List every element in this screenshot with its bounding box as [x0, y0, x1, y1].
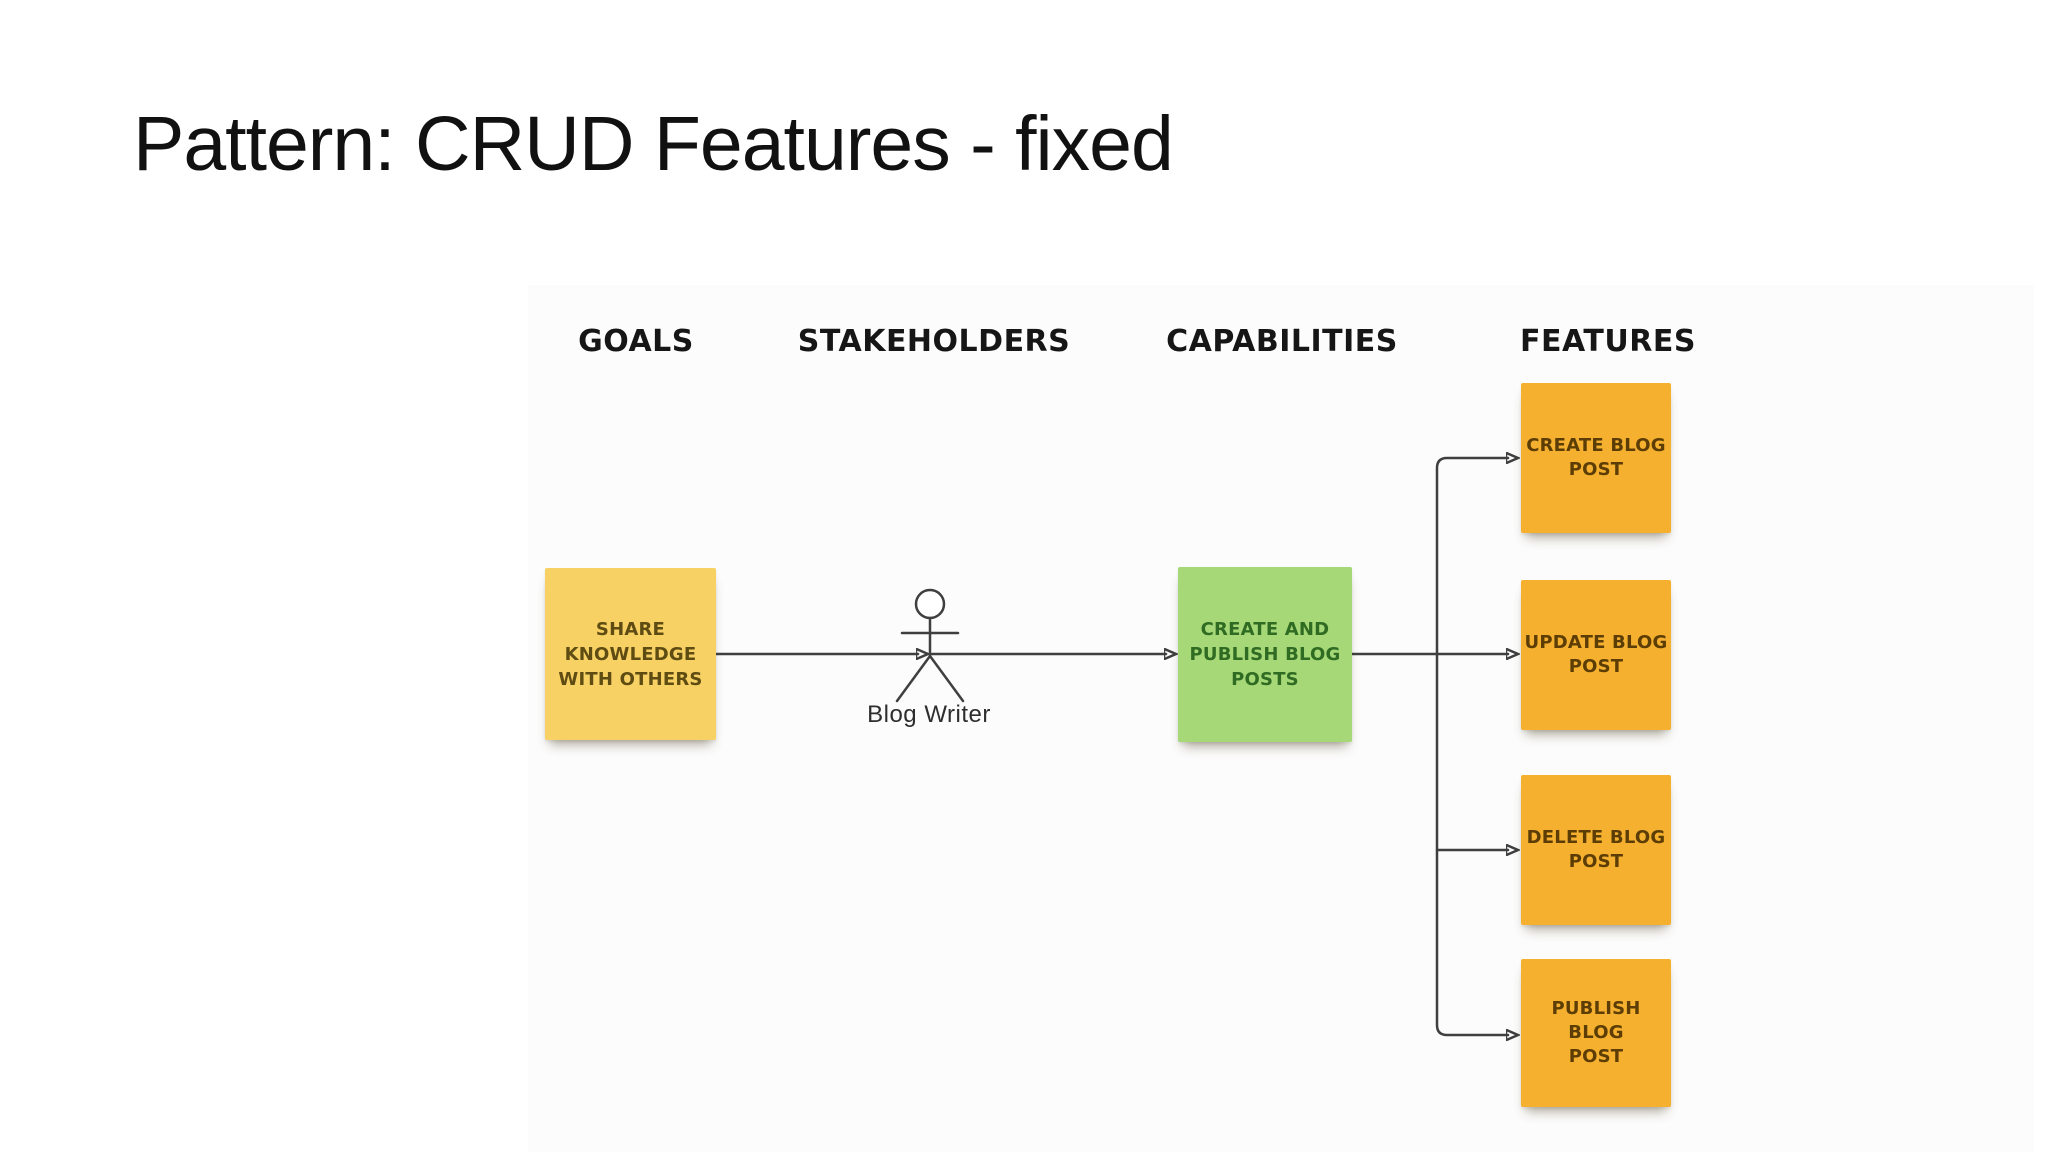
- goal-note-text: SHARE KNOWLEDGE WITH OTHERS: [558, 618, 703, 690]
- arrow-branch-to-create-feature: [1435, 458, 1508, 656]
- column-header-goals: GOALS: [578, 324, 694, 359]
- column-header-features: FEATURES: [1520, 324, 1696, 359]
- feature-note-delete: DELETE BLOG POST: [1521, 775, 1671, 925]
- feature-note-update-text: UPDATE BLOG POST: [1524, 632, 1668, 677]
- stick-figure-person-icon: [895, 588, 965, 703]
- capability-note: CREATE AND PUBLISH BLOG POSTS: [1178, 567, 1352, 742]
- feature-note-update: UPDATE BLOG POST: [1521, 580, 1671, 730]
- feature-note-delete-text: DELETE BLOG POST: [1526, 827, 1666, 872]
- feature-note-publish-text: PUBLISH BLOG POST: [1551, 998, 1641, 1067]
- feature-note-create-text: CREATE BLOG POST: [1526, 435, 1666, 480]
- person-head: [914, 588, 946, 620]
- capability-note-text: CREATE AND PUBLISH BLOG POSTS: [1189, 619, 1341, 690]
- feature-note-publish: PUBLISH BLOG POST: [1521, 959, 1671, 1107]
- goal-note: SHARE KNOWLEDGE WITH OTHERS: [545, 568, 716, 740]
- person-leg-left: [895, 654, 932, 703]
- feature-note-create: CREATE BLOG POST: [1521, 383, 1671, 533]
- person-leg-right: [928, 654, 965, 703]
- slide-title: Pattern: CRUD Features - fixed: [133, 101, 1174, 187]
- column-header-capabilities: CAPABILITIES: [1166, 324, 1398, 359]
- column-header-stakeholders: STAKEHOLDERS: [797, 324, 1071, 359]
- arrow-branch-to-publish-feature: [1435, 652, 1508, 1035]
- stakeholder-label: Blog Writer: [867, 701, 991, 728]
